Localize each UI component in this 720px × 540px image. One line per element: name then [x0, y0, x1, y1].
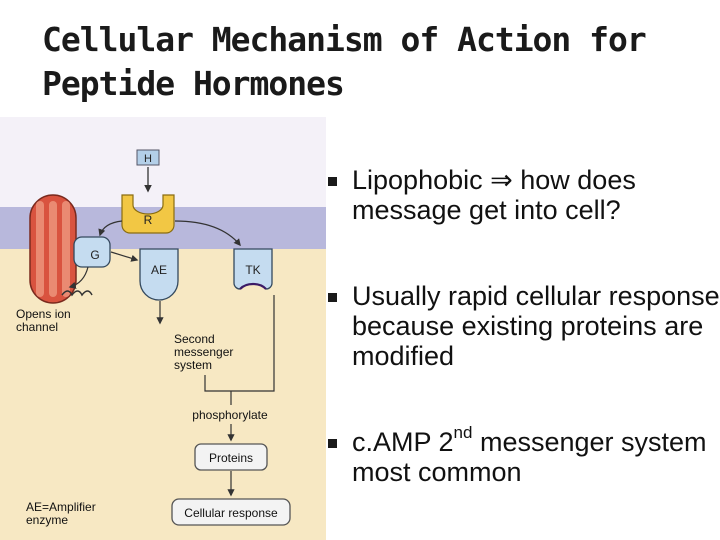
g-protein-shape	[73, 236, 111, 268]
arrow-receptor-to-g	[98, 220, 123, 237]
cellular-response-label: Cellular response	[184, 506, 278, 520]
arrow-g-to-ae	[110, 251, 139, 262]
second-messenger-label: Second messenger system	[174, 332, 237, 372]
extracellular-region	[0, 117, 326, 207]
amplifier-enzyme-label: AE	[151, 263, 167, 277]
bullet-marker	[328, 439, 337, 448]
hormone-label: H	[144, 153, 152, 165]
bullet-marker	[328, 177, 337, 186]
amplifier-enzyme-shape	[139, 248, 179, 301]
ion-channel	[29, 194, 77, 304]
title-line-2: Peptide Hormones	[42, 64, 345, 103]
arrow-g-to-channel	[68, 266, 89, 289]
receptor-shape	[121, 194, 175, 234]
bullet-text: Lipophobic ⇒ how does message get into c…	[352, 165, 636, 225]
bullet-marker	[328, 293, 337, 302]
proteins-box	[194, 443, 268, 471]
g-protein-label: G	[90, 248, 99, 262]
tyrosine-kinase-site	[239, 282, 267, 290]
receptor-label: R	[144, 213, 153, 227]
hormone-box	[136, 149, 160, 166]
tyrosine-kinase-label: TK	[245, 263, 260, 277]
connector-tk	[231, 295, 275, 392]
proteins-label: Proteins	[209, 451, 253, 465]
phosphorylate-label: phosphorylate	[192, 408, 268, 422]
cellular-response-box	[171, 498, 291, 526]
connector-messenger	[204, 375, 231, 392]
ion-channel-label: Opens ion channel	[16, 307, 74, 334]
arrow-receptor-to-tk	[174, 220, 241, 247]
legend-label: AE=Amplifier enzyme	[26, 500, 99, 527]
title-line-1: Cellular Mechanism of Action for	[42, 20, 647, 59]
ion-channel-spring	[61, 290, 93, 297]
implies-arrow: ⇒	[490, 165, 513, 195]
bullet-text: c.AMP 2nd messenger system most common	[352, 423, 707, 487]
peptide-hormone-diagram: Opens ion channel H R G AE TK Second mes…	[0, 117, 326, 540]
slide-title: Cellular Mechanism of Action for Peptide…	[42, 18, 702, 106]
bullet-text: Usually rapid cellular response because …	[352, 281, 720, 371]
